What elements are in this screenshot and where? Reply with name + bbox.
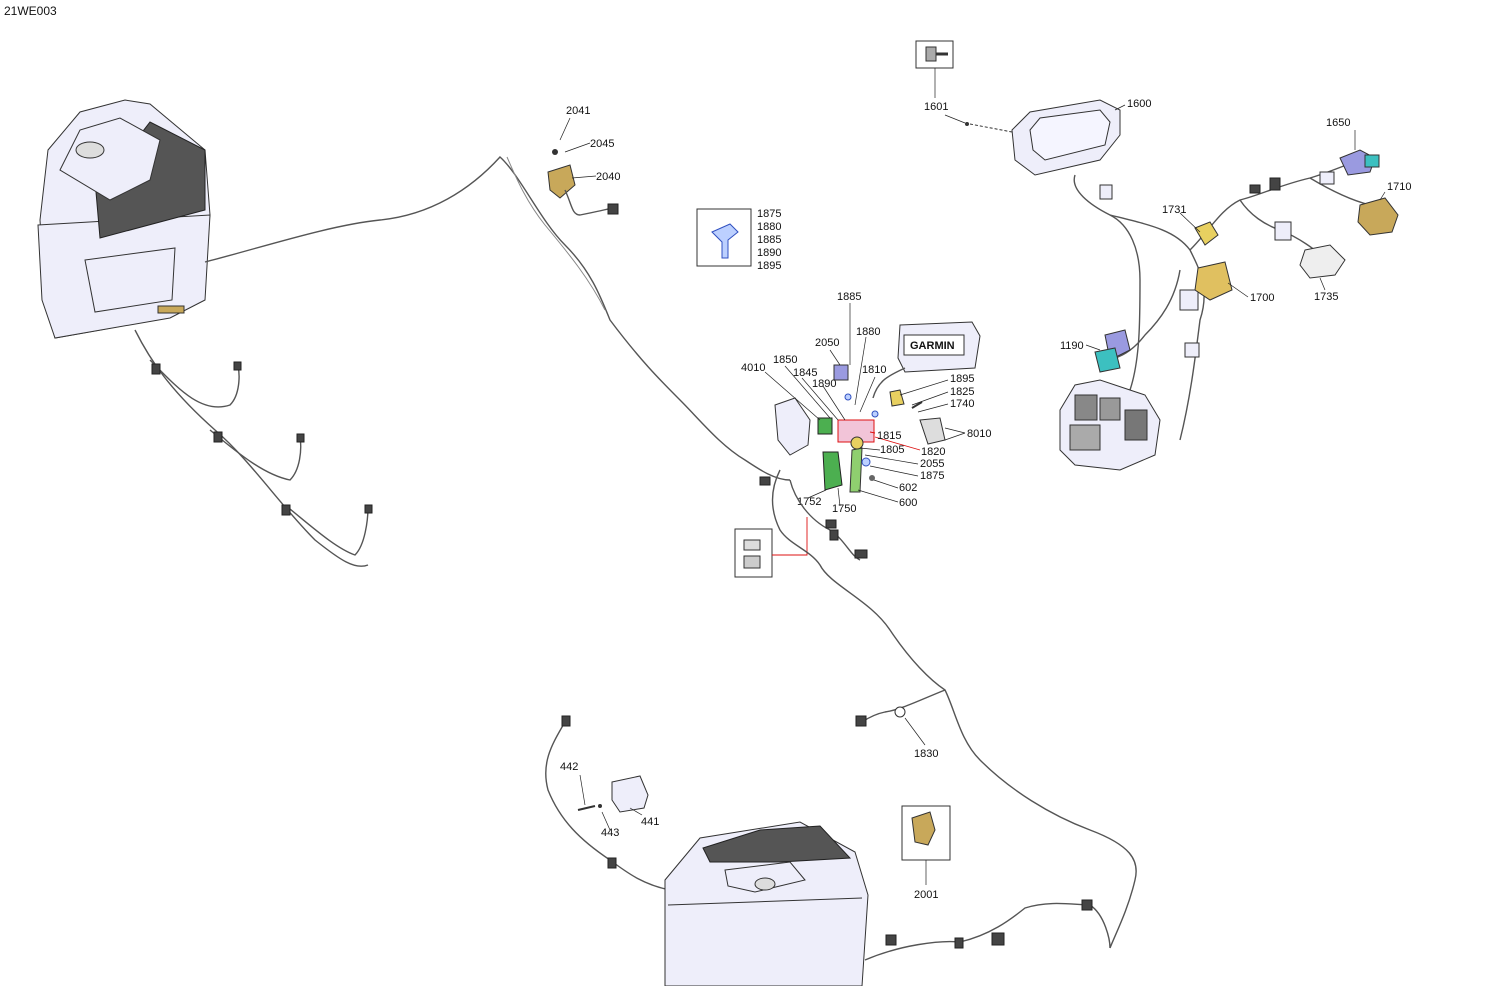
callout-4010: 4010 — [741, 362, 765, 374]
callout-1710: 1710 — [1387, 181, 1411, 193]
fastener-label-1890: 1890 — [757, 247, 781, 259]
diagram-id: 21WE003 — [4, 4, 57, 18]
connector-1190 — [1085, 329, 1131, 373]
callout-1650: 1650 — [1326, 117, 1350, 129]
fastener-label-1885: 1885 — [757, 234, 781, 246]
bracket-2040 — [547, 117, 619, 216]
callout-1810: 1810 — [862, 364, 886, 376]
callout-2045: 2045 — [590, 138, 614, 150]
callout-1700: 1700 — [1250, 292, 1274, 304]
display-gauge — [1011, 99, 1126, 176]
callout-8010: 8010 — [967, 428, 991, 440]
callout-1190: 1190 — [1060, 340, 1084, 352]
main-harness-right — [1073, 159, 1371, 441]
socket-1735 — [1299, 244, 1346, 291]
callout-1731: 1731 — [1162, 204, 1186, 216]
callout-442: 442 — [560, 761, 578, 773]
callout-1895-right: 1895 — [950, 373, 974, 385]
callout-1875-right: 1875 — [920, 470, 944, 482]
fastener-label-1875: 1875 — [757, 208, 781, 220]
gps-brand: GARMIN — [910, 340, 955, 352]
left-speaker-enclosure — [37, 99, 211, 339]
callout-1825: 1825 — [950, 386, 974, 398]
callout-2040: 2040 — [596, 171, 620, 183]
callout-602: 602 — [899, 482, 917, 494]
callout-1830: 1830 — [914, 748, 938, 760]
switch-inset-box — [734, 517, 808, 578]
fastener-label-1895: 1895 — [757, 260, 781, 272]
callout-2001: 2001 — [914, 889, 938, 901]
callout-1752: 1752 — [797, 496, 821, 508]
screw-inset-box — [915, 40, 954, 98]
callout-1735: 1735 — [1314, 291, 1338, 303]
callout-1600: 1600 — [1127, 98, 1151, 110]
bracket-1710 — [1357, 191, 1399, 236]
callout-2041: 2041 — [566, 105, 590, 117]
callout-1601: 1601 — [924, 101, 948, 113]
bottom-speaker-enclosure — [664, 821, 869, 987]
callout-1850: 1850 — [773, 354, 797, 366]
fastener-box — [696, 208, 752, 267]
callout-1880: 1880 — [856, 326, 880, 338]
fuse-relay-cluster — [774, 364, 946, 493]
callout-1805: 1805 — [880, 444, 904, 456]
gps-unit: GARMIN — [872, 321, 981, 399]
main-harness-left — [204, 156, 791, 481]
bottom-right-harness — [864, 902, 1111, 961]
callout-2050: 2050 — [815, 337, 839, 349]
relay-1700 — [1179, 212, 1249, 301]
center-harness — [759, 469, 1137, 949]
callout-441: 441 — [641, 816, 659, 828]
fastener-label-1880: 1880 — [757, 221, 781, 233]
callout-1890: 1890 — [812, 378, 836, 390]
inset-2001 — [901, 805, 951, 885]
callout-443: 443 — [601, 827, 619, 839]
callout-1820: 1820 — [921, 446, 945, 458]
callout-1815: 1815 — [877, 430, 901, 442]
connector-1650 — [1339, 130, 1380, 176]
callout-1750: 1750 — [832, 503, 856, 515]
bracket-441 — [577, 774, 649, 831]
callout-600: 600 — [899, 497, 917, 509]
callout-2055: 2055 — [920, 458, 944, 470]
bottom-left-lead — [545, 719, 671, 891]
callout-1740: 1740 — [950, 398, 974, 410]
callout-1845: 1845 — [793, 367, 817, 379]
left-speaker-leads — [134, 329, 373, 567]
callout-1885: 1885 — [837, 291, 861, 303]
fuse-box-right — [1059, 379, 1161, 471]
